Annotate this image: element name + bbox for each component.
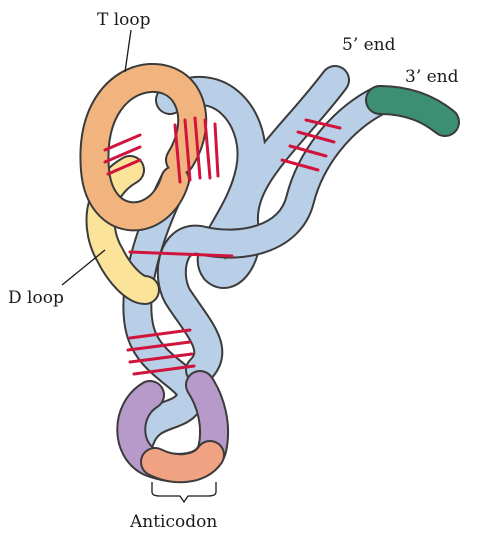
anticodon-label: Anticodon xyxy=(129,512,217,532)
three-prime-end-label: 3’ end xyxy=(405,67,459,87)
d-loop-label: D loop xyxy=(8,288,64,308)
three-prime-tail xyxy=(380,100,445,122)
d-loop-leader xyxy=(62,250,105,285)
anticodon-segment xyxy=(155,455,210,468)
t-loop-label: T loop xyxy=(97,10,151,30)
t-loop-leader xyxy=(125,30,131,72)
five-prime-end-label: 5’ end xyxy=(342,35,396,55)
anticodon-bracket xyxy=(152,482,216,502)
